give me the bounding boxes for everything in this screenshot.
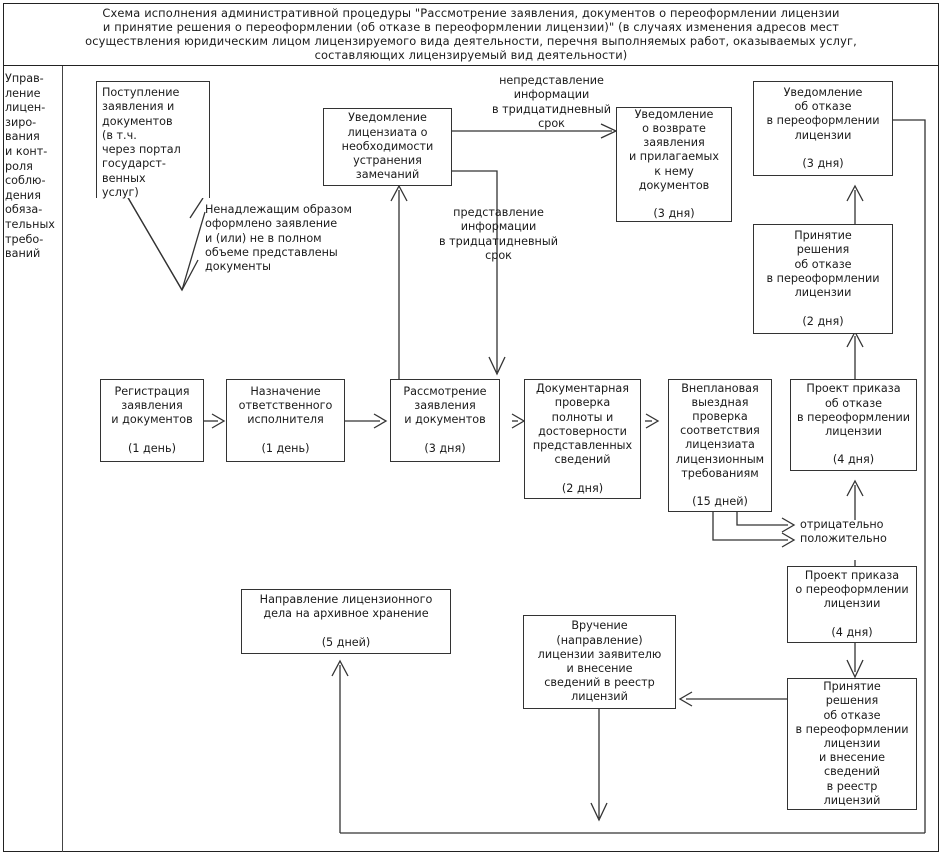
column-divider xyxy=(62,66,63,852)
node-decision-refusal[interactable]: Принятие решения об отказе в переоформле… xyxy=(753,224,893,334)
node-doc-check[interactable]: Документарная проверка полноты и достове… xyxy=(524,379,641,499)
node-assignment[interactable]: Назначение ответственного исполнителя (1… xyxy=(226,379,345,462)
node-registration[interactable]: Регистрация заявления и документов (1 де… xyxy=(100,379,204,462)
node-field-check[interactable]: Внеплановая выездная проверка соответств… xyxy=(668,379,772,512)
edge-label-negative: отрицательно xyxy=(800,518,884,531)
org-column-label: Управ- ление лицен- зиро- вания и конт- … xyxy=(5,72,55,261)
node-notify-licensee[interactable]: Уведомление лицензиата о необходимости у… xyxy=(323,108,452,186)
diagram-title-bar: Схема исполнения административной процед… xyxy=(3,3,939,66)
node-notify-refusal[interactable]: Уведомление об отказе в переоформлении л… xyxy=(753,81,893,176)
edge-label-no-info-30: непредставление информации в тридцатидне… xyxy=(492,74,611,130)
edge-label-info-30: представление информации в тридцатидневн… xyxy=(439,206,558,262)
node-draft-refusal[interactable]: Проект приказа об отказе в переоформлени… xyxy=(790,379,917,471)
edge-label-positive: положительно xyxy=(800,532,887,545)
node-intake[interactable]: Поступление заявления и документов (в т.… xyxy=(96,81,210,199)
edge-label-improper: Ненадлежащим образом оформлено заявление… xyxy=(205,203,352,274)
node-decision-reissue-registry[interactable]: Принятие решения об отказе в переоформле… xyxy=(787,678,917,810)
node-archive[interactable]: Направление лицензионного дела на архивн… xyxy=(241,589,451,654)
node-draft-reissue[interactable]: Проект приказа о переоформлении лицензии… xyxy=(787,566,917,643)
page-title: Схема исполнения административной процед… xyxy=(85,5,857,63)
node-delivery[interactable]: Вручение (направление) лицензии заявител… xyxy=(523,615,676,709)
node-review[interactable]: Рассмотрение заявления и документов (3 д… xyxy=(390,379,500,462)
node-notify-return[interactable]: Уведомление о возврате заявления и прила… xyxy=(616,107,732,222)
diagram-outer-frame xyxy=(3,3,939,852)
